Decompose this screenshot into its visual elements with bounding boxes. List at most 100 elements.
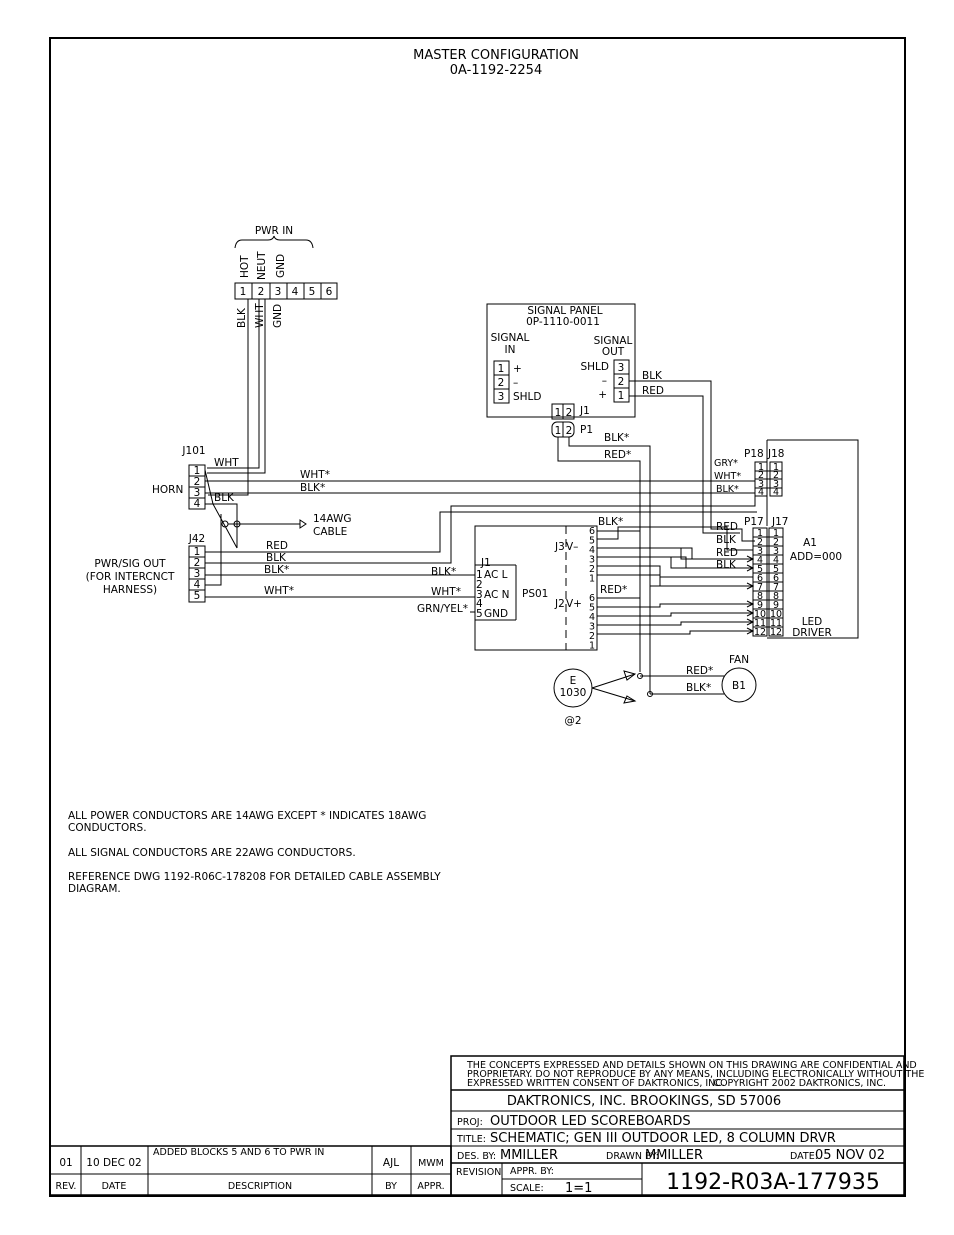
- ps01-output-wire: [597, 621, 753, 626]
- fan-wire-blk: BLK*: [686, 682, 711, 694]
- pwr-in-pin: 4: [292, 286, 299, 298]
- pwr-in-pin-name-hot: HOT: [239, 255, 251, 278]
- confidential-line: THE CONCEPTS EXPRESSED AND DETAILS SHOWN…: [466, 1060, 917, 1071]
- ps01-j3-pin: 6: [589, 526, 595, 537]
- ps01-output-wires: [597, 526, 755, 635]
- fan-b1: B1 FAN RED* BLK*: [686, 654, 757, 703]
- drawing-date: 05 NOV 02: [815, 1148, 885, 1163]
- ps01-v-plus: V+: [566, 598, 582, 610]
- drawing-number: 1192-R03A-177935: [666, 1170, 880, 1195]
- ps01-output-wire: [597, 603, 753, 608]
- j17-pin: 6: [773, 573, 779, 584]
- j17-pin: 10: [770, 609, 782, 620]
- drawing-title: SCHEMATIC; GEN III OUTDOOR LED, 8 COLUMN…: [490, 1131, 836, 1146]
- p17-pin: 6: [757, 573, 763, 584]
- j101-pin: 3: [194, 487, 201, 499]
- j17-pin: 8: [773, 591, 779, 602]
- p1-wire-red: RED*: [604, 449, 631, 461]
- j101-blk-label: BLK: [214, 492, 235, 504]
- ps01-left-label: GND: [484, 608, 508, 620]
- ps01-left-pin: 1: [476, 569, 483, 581]
- ps01-j3-pin: 4: [589, 545, 595, 556]
- signal-in-label: SIGNAL: [491, 332, 530, 344]
- wire-pwr-neut: [207, 299, 260, 469]
- pwr-in-label: PWR IN: [255, 225, 293, 237]
- ps01-j2-pin: 6: [589, 593, 595, 604]
- ps01-j3-pin: 5: [589, 536, 595, 547]
- signal-out-mark: –: [602, 375, 607, 387]
- j1-pin: 2: [566, 407, 573, 419]
- signal-in-mark: –: [513, 377, 518, 389]
- a1-name: A1: [803, 537, 817, 549]
- by-header: BY: [385, 1181, 397, 1192]
- signal-out-wire-red: RED: [642, 385, 664, 397]
- e1030-line-2: 1030: [560, 687, 587, 699]
- a1-led-driver: A1 ADD=000 LED DRIVER: [766, 439, 859, 639]
- ps01-left-label: AC L: [484, 569, 508, 581]
- signal-in-pin: 3: [498, 391, 505, 403]
- pwr-in-pin-name-neut: NEUT: [256, 251, 268, 280]
- signal-out-pin: 1: [618, 390, 625, 402]
- pwr-in-pin: 3: [275, 286, 282, 298]
- p17-pin: 7: [757, 582, 763, 593]
- ps01-j2-pin: 3: [589, 622, 595, 633]
- date-label: DATE:: [790, 1151, 818, 1162]
- p17-pin: 12: [754, 627, 766, 638]
- j17-pin: 12: [770, 627, 782, 638]
- wire-arrow: [746, 555, 755, 563]
- wire-j42-red: [205, 511, 757, 553]
- ps01-j2-label: J2: [554, 598, 565, 610]
- ps01-output-wire: [597, 565, 753, 578]
- rev-header: REV.: [56, 1181, 77, 1192]
- ps01-output-wire: [597, 630, 753, 635]
- fan-label: FAN: [729, 654, 749, 666]
- rev-number: 01: [59, 1157, 72, 1169]
- pwr-in-brace: [234, 235, 314, 249]
- j42-pin: 2: [194, 557, 201, 569]
- drawn-label: DRAWN BY:: [606, 1151, 659, 1162]
- j1-pin: 1: [555, 407, 562, 419]
- a1-desc-1: LED: [802, 616, 823, 628]
- ps01-output-wire: [597, 556, 753, 569]
- revision-label: REVISION: [456, 1167, 501, 1178]
- ps01-left-label: AC N: [484, 589, 510, 601]
- ps01-j2-pin: 2: [589, 631, 595, 642]
- fan-name: B1: [732, 680, 746, 692]
- signal-panel-j1-p1: 1 2 J1 1 2 P1 BLK* RED*: [551, 403, 631, 461]
- j17-pin: 7: [773, 582, 779, 593]
- ps01-red-star: RED*: [600, 584, 627, 596]
- p17-pin: 3: [757, 546, 763, 557]
- j101-wht-label: WHT: [214, 457, 239, 469]
- pwr-in-pin: 5: [309, 286, 316, 298]
- p17-pin: 11: [754, 618, 766, 629]
- j101-pin: 2: [194, 476, 201, 488]
- p18-wire-blk: BLK*: [716, 484, 739, 495]
- ps01-j3-pin: 1: [589, 574, 595, 585]
- ps01-in-wht: WHT*: [431, 586, 461, 598]
- signal-in-pin: 2: [498, 377, 505, 389]
- p17-pin: 9: [757, 600, 763, 611]
- p17-pin: 5: [757, 564, 763, 575]
- j1-label: J1: [579, 405, 590, 417]
- p17-pin: 1: [757, 528, 763, 539]
- p17-pin: 10: [754, 609, 766, 620]
- wire-arrow: [746, 600, 755, 608]
- ps01-output-wire: [597, 526, 753, 551]
- j18-pin: 1: [773, 462, 779, 473]
- ps01-j3-label: J3: [554, 541, 565, 553]
- signal-panel: SIGNAL PANEL 0P-1110-0011 SIGNAL IN SIGN…: [486, 303, 664, 418]
- e1030-qty: @2: [564, 715, 581, 727]
- ps01-j3-pin: 2: [589, 564, 595, 575]
- ps01-j2-pin: 5: [589, 603, 595, 614]
- drawing-header-title: MASTER CONFIGURATION: [413, 48, 579, 63]
- revision-block: 01 10 DEC 02 ADDED BLOCKS 5 AND 6 TO PWR…: [49, 1145, 452, 1196]
- wire-arrow: [746, 582, 755, 590]
- ps01-v-minus: V–: [566, 541, 578, 553]
- scale-label: SCALE:: [510, 1183, 544, 1194]
- ps01-j2-pin: 1: [589, 641, 595, 652]
- a1-addr: ADD=000: [790, 551, 842, 563]
- description-header: DESCRIPTION: [228, 1181, 292, 1192]
- signal-out-pin: 2: [618, 376, 625, 388]
- j42-connector: J42 1 2 3 4 5 PWR/SIG OUT (FOR INTERCNCT…: [86, 533, 294, 603]
